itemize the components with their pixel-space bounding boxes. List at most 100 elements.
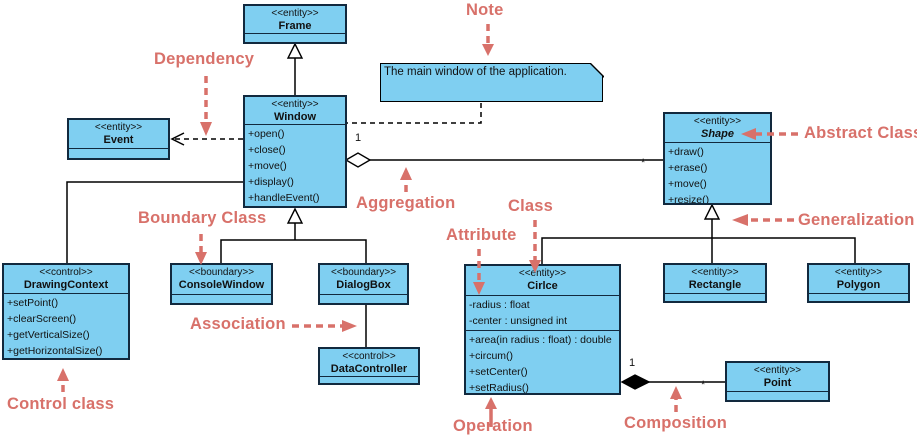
member-row: +open() bbox=[248, 128, 285, 140]
class-shape[interactable]: <<entity>> Shape +draw() +erase() +move() +… bbox=[663, 112, 772, 205]
member-row: +setPoint() bbox=[7, 297, 59, 309]
class-frame-title: <<entity>> Frame bbox=[245, 6, 345, 34]
member-row: +getHorizontalSize() bbox=[7, 345, 103, 357]
class-drawingcontext-title: <<control>> DrawingContext bbox=[4, 265, 128, 294]
class-circle[interactable]: <<entity>> Cirlce -radius : float -center… bbox=[464, 264, 621, 395]
empty-compartment bbox=[809, 294, 908, 301]
aggregation-multiplicity-many: * bbox=[641, 157, 646, 169]
class-datacontroller[interactable]: <<control>> DataController bbox=[318, 347, 420, 385]
note-node[interactable]: The main window of the application. bbox=[380, 62, 604, 102]
class-polygon[interactable]: <<entity>> Polygon bbox=[807, 263, 910, 303]
dependency-arrowhead bbox=[170, 132, 185, 146]
class-point-title: <<entity>> Point bbox=[727, 363, 828, 392]
member-row: +clearScreen() bbox=[7, 313, 77, 325]
member-row: +erase() bbox=[668, 162, 708, 174]
class-stereotype: <<entity>> bbox=[691, 267, 739, 278]
empty-compartment bbox=[172, 295, 271, 303]
class-dialogbox-title: <<boundary>> DialogBox bbox=[320, 265, 407, 295]
class-consolewindow[interactable]: <<boundary>> ConsoleWindow bbox=[170, 263, 273, 305]
class-name: DrawingContext bbox=[23, 279, 109, 291]
class-shape-title: <<entity>> Shape bbox=[665, 114, 770, 143]
member-row: +circum() bbox=[469, 350, 514, 362]
member-row: +move() bbox=[248, 160, 287, 172]
note-label: Note bbox=[466, 1, 504, 19]
class-name: Window bbox=[273, 111, 317, 123]
class-point[interactable]: <<entity>> Point bbox=[725, 361, 830, 402]
aggregation-window-shape bbox=[344, 152, 663, 168]
member-row: +display() bbox=[248, 176, 294, 188]
generalization-arrowhead bbox=[286, 207, 304, 224]
aggregation-multiplicity-one: 1 bbox=[355, 132, 362, 144]
class-name: DialogBox bbox=[336, 279, 391, 291]
class-name: Event bbox=[103, 134, 134, 146]
dependency-label: Dependency bbox=[154, 50, 255, 68]
operation-label: Operation bbox=[453, 417, 533, 435]
association-label: Association bbox=[190, 315, 286, 333]
class-label: Class bbox=[508, 197, 554, 215]
member-row: +resize() bbox=[668, 194, 710, 203]
generalization-shape-subclasses bbox=[541, 203, 856, 264]
class-name: ConsoleWindow bbox=[178, 279, 265, 291]
empty-compartment bbox=[245, 34, 345, 42]
class-name: DataController bbox=[330, 363, 408, 375]
member-row: +setRadius() bbox=[469, 382, 529, 393]
note-text: The main window of the application. bbox=[384, 66, 567, 78]
class-drawingcontext[interactable]: <<control>> DrawingContext +setPoint() +c… bbox=[2, 263, 130, 360]
empty-compartment bbox=[320, 377, 418, 383]
aggregation-diamond bbox=[344, 152, 372, 168]
class-name: Frame bbox=[278, 20, 312, 32]
class-name: Rectangle bbox=[688, 279, 742, 291]
class-stereotype: <<entity>> bbox=[271, 8, 319, 19]
class-frame[interactable]: <<entity>> Frame bbox=[243, 4, 347, 44]
class-event-title: <<entity>> Event bbox=[69, 120, 168, 149]
class-name: Cirlce bbox=[527, 280, 558, 292]
empty-compartment bbox=[665, 294, 765, 301]
association-window-drawingcontext bbox=[66, 181, 243, 263]
attributes-compartment: -radius : float -center : unsigned int bbox=[466, 296, 619, 331]
composition-diamond bbox=[620, 374, 651, 390]
generalization-frame-window bbox=[286, 42, 304, 95]
attribute-label: Attribute bbox=[446, 226, 517, 244]
class-stereotype: <<entity>> bbox=[834, 267, 883, 278]
member-row: +setCenter() bbox=[469, 366, 528, 378]
class-window[interactable]: <<entity>> Window +open() +close() +move()… bbox=[243, 95, 347, 208]
composition-label: Composition bbox=[624, 414, 728, 432]
operations-compartment: +open()+close()+move()+display()+handleE… bbox=[245, 125, 345, 206]
note-fold-icon bbox=[590, 62, 604, 76]
class-rectangle[interactable]: <<entity>> Rectangle bbox=[663, 263, 767, 303]
empty-compartment bbox=[727, 392, 828, 400]
generalization-arrowhead bbox=[286, 42, 304, 59]
generalization-arrowhead bbox=[703, 203, 721, 220]
class-stereotype: <<entity>> bbox=[518, 268, 567, 279]
abstract-class-label: Abstract Class bbox=[804, 124, 917, 142]
empty-compartment bbox=[69, 149, 168, 158]
class-name: Shape bbox=[700, 128, 734, 140]
class-stereotype: <<entity>> bbox=[271, 99, 319, 110]
member-row: +draw() bbox=[668, 146, 704, 158]
aggregation-label: Aggregation bbox=[356, 194, 456, 212]
class-dialogbox[interactable]: <<boundary>> DialogBox bbox=[318, 263, 409, 305]
class-stereotype: <<boundary>> bbox=[188, 267, 255, 278]
class-stereotype: <<entity>> bbox=[753, 365, 802, 376]
member-row: +close() bbox=[248, 144, 286, 156]
class-stereotype: <<control>> bbox=[39, 267, 93, 278]
operations-compartment: +setPoint()+clearScreen()+getVerticalSiz… bbox=[4, 294, 128, 358]
class-stereotype: <<entity>> bbox=[94, 122, 143, 133]
operations-compartment: +area(in radius : float) : double+circum… bbox=[466, 331, 619, 393]
class-stereotype: <<control>> bbox=[342, 351, 396, 362]
class-rectangle-title: <<entity>> Rectangle bbox=[665, 265, 765, 294]
member-row: +move() bbox=[668, 178, 707, 190]
class-name: Polygon bbox=[836, 279, 881, 291]
class-circle-title: <<entity>> Cirlce bbox=[466, 266, 619, 296]
control-class-label: Control class bbox=[7, 395, 115, 413]
member-row: -center : unsigned int bbox=[469, 315, 568, 327]
class-event[interactable]: <<entity>> Event bbox=[67, 118, 170, 160]
class-stereotype: <<boundary>> bbox=[330, 267, 397, 278]
class-datacontroller-title: <<control>> DataController bbox=[320, 349, 418, 377]
class-window-title: <<entity>> Window bbox=[245, 97, 345, 125]
composition-multiplicity-many: * bbox=[701, 379, 706, 391]
class-stereotype: <<entity>> bbox=[693, 116, 742, 127]
member-row: -radius : float bbox=[469, 299, 530, 311]
